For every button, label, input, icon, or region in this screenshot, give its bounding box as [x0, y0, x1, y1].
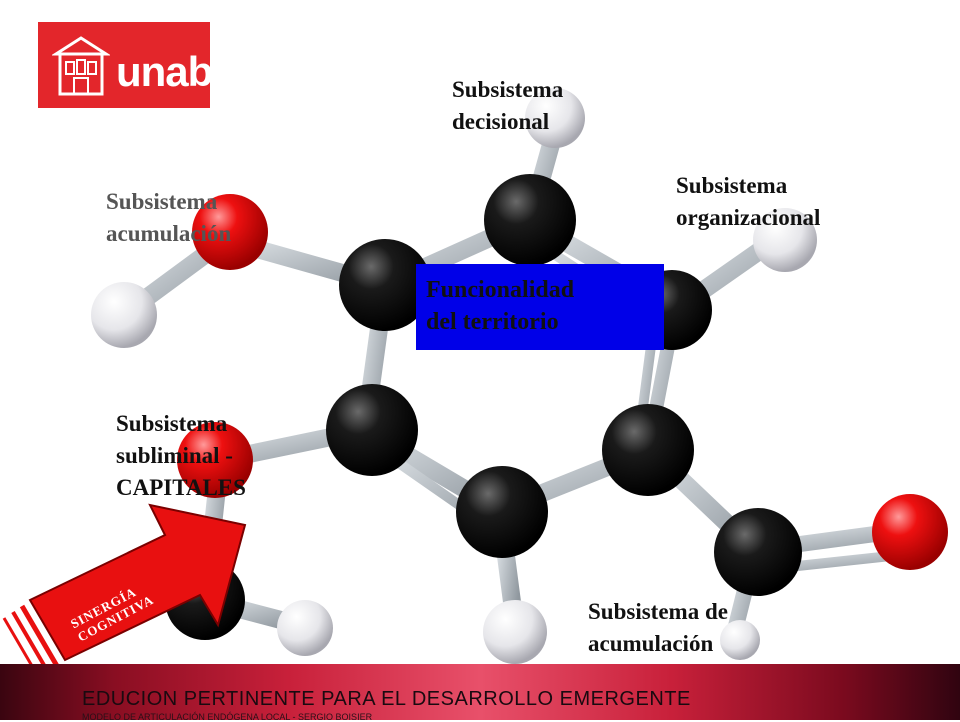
carbon-atom	[484, 174, 576, 266]
carbon-atom	[326, 384, 418, 476]
oxygen-atom	[177, 422, 253, 498]
hydrogen-atom	[91, 282, 157, 348]
hydrogen-atom	[277, 600, 333, 656]
oxygen-atom	[192, 194, 268, 270]
label-line: CAPITALES	[116, 475, 246, 500]
footer-title: EDUCION PERTINENTE PARA EL DESARROLLO EM…	[82, 688, 691, 710]
carbon-atom	[714, 508, 802, 596]
label-line: subliminal -	[116, 443, 233, 468]
label-decisional: Subsistema decisional	[452, 74, 563, 138]
label-acumulacion-bottom: Subsistema de acumulación	[588, 596, 728, 660]
label-line: Subsistema de	[588, 599, 728, 624]
label-line: acumulación	[106, 221, 232, 246]
hydrogen-atom	[753, 208, 817, 272]
label-line: Subsistema	[116, 411, 228, 436]
atoms	[91, 88, 948, 664]
carbon-atom	[602, 404, 694, 496]
building-icon	[52, 36, 110, 96]
unab-logo: unab	[38, 22, 213, 108]
footer-subtitle: MODELO DE ARTICULACIÓN ENDÓGENA LOCAL - …	[82, 712, 373, 722]
center-line: Funcionalidad	[426, 277, 575, 303]
label-line: decisional	[452, 109, 550, 134]
center-line: del territorio	[426, 309, 559, 335]
hydrogen-atom	[483, 600, 547, 664]
label-line: acumulación	[588, 631, 714, 656]
label-subliminal: Subsistema subliminal - CAPITALES	[116, 408, 246, 504]
label-acumulacion-left: Subsistema acumulación	[106, 186, 231, 250]
footer-band: EDUCION PERTINENTE PARA EL DESARROLLO EM…	[0, 664, 960, 722]
label-line: organizacional	[676, 205, 821, 230]
label-line: Subsistema	[452, 77, 564, 102]
label-line: Subsistema	[676, 173, 788, 198]
carbon-atom	[456, 466, 548, 558]
oxygen-atom	[872, 494, 948, 570]
carbon-atom	[339, 239, 431, 331]
hydrogen-atom	[525, 88, 585, 148]
sinergia-arrow	[2, 503, 247, 679]
label-line: Subsistema	[106, 189, 218, 214]
center-box: Funcionalidad del territorio	[416, 264, 664, 350]
label-organizacional: Subsistema organizacional	[676, 170, 820, 234]
center-text: Funcionalidad del territorio	[426, 274, 574, 338]
hydrogen-atom	[720, 620, 760, 660]
logo-text: unab	[116, 48, 213, 95]
